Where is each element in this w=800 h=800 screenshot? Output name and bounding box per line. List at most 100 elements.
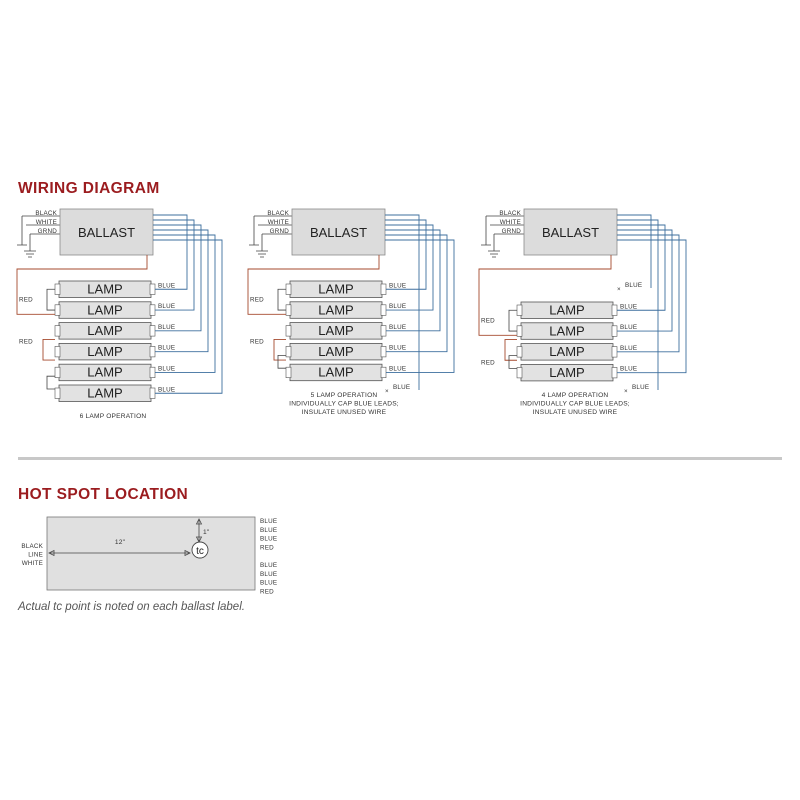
hotspot-left-label: LINE — [28, 552, 43, 559]
lamp-end-right — [380, 366, 387, 379]
capped-lead-mark: × — [617, 286, 621, 293]
ballast-box — [59, 208, 154, 256]
unused-blue-label: BLUE — [393, 384, 410, 391]
lamp-jumper — [46, 288, 55, 311]
input-leads — [254, 215, 292, 235]
lamp-end-right — [380, 325, 387, 337]
tc-label: tc — [196, 546, 204, 557]
blue-lead-wire — [153, 239, 223, 394]
lamp-end-right — [149, 304, 156, 316]
lamp-end-left — [516, 325, 523, 337]
lamp-label: LAMP — [318, 282, 353, 297]
red-lead-wire-1 — [247, 255, 380, 315]
lamp-end-right — [380, 304, 387, 316]
lamp-end-left — [516, 304, 523, 316]
lamp-jumper — [508, 309, 517, 332]
blue-lead-label: BLUE — [158, 324, 175, 331]
wiring-diagram-title: WIRING DIAGRAM — [18, 180, 160, 197]
blue-lead-wire — [617, 239, 687, 374]
hotspot-left-label: BLACK — [21, 543, 43, 550]
hotspot-right-label-top: BLUE — [260, 536, 277, 543]
blue-lead-label: BLUE — [620, 345, 637, 352]
lamp-end-right — [611, 304, 618, 316]
blue-lead-wire — [617, 224, 666, 311]
lamp-label: LAMP — [549, 344, 584, 359]
red-lead-wire-2 — [273, 338, 286, 361]
lamp-label: LAMP — [318, 344, 353, 359]
lamp-label: LAMP — [318, 302, 353, 317]
white-lead-label: WHITE — [500, 219, 521, 226]
horizontal-dimension-arrows — [48, 549, 191, 557]
hotspot-right-label-top: BLUE — [260, 527, 277, 534]
lamp-end-left — [285, 283, 292, 295]
lamp-end-left — [285, 325, 292, 337]
lamp-end-right — [149, 387, 156, 399]
hot-spot-title: HOT SPOT LOCATION — [18, 486, 189, 503]
hotspot-left-label: WHITE — [22, 560, 43, 567]
unused-blue-label: BLUE — [632, 384, 649, 391]
ballast-box — [291, 208, 386, 256]
ground-lead-label: GRND — [38, 228, 58, 235]
lamp-end-right — [611, 346, 618, 358]
blue-lead-wire — [385, 229, 441, 332]
lamp-end-right — [149, 283, 156, 295]
hot-spot-note: Actual tc point is noted on each ballast… — [18, 601, 245, 613]
red-lead-wire-1 — [478, 255, 612, 336]
lamp-end-left — [516, 346, 523, 358]
blue-lead-wire — [153, 229, 209, 353]
ballast-outline — [46, 516, 256, 591]
lamp-jumper-lower — [508, 355, 517, 369]
ballast-label: BALLAST — [310, 225, 367, 240]
white-lead-label: WHITE — [36, 219, 57, 226]
red-lead-label-2: RED — [481, 359, 495, 366]
blue-lead-wire — [385, 234, 448, 353]
ground-lead-label: GRND — [502, 228, 522, 235]
hotspot-right-label-bottom: BLUE — [260, 571, 277, 578]
red-lead-wire-2 — [42, 338, 55, 361]
lamp-label: LAMP — [318, 365, 353, 380]
tc-point-marker — [191, 541, 209, 559]
blue-lead-label: BLUE — [158, 365, 175, 372]
lamp-label: LAMP — [87, 344, 122, 359]
blue-lead-wire — [385, 239, 455, 373]
hotspot-right-label-bottom: RED — [260, 588, 274, 595]
ground-lead-label: GRND — [270, 228, 290, 235]
lamp-end-left — [54, 346, 61, 358]
lamp-label: LAMP — [87, 386, 122, 401]
blue-lead-label: BLUE — [158, 282, 175, 289]
red-lead-label-2: RED — [19, 338, 33, 345]
hotspot-right-label-top: BLUE — [260, 518, 277, 525]
lamp-label: LAMP — [318, 323, 353, 338]
unused-blue-lead — [617, 219, 659, 390]
blue-lead-label: BLUE — [389, 324, 406, 331]
lamp-end-left — [54, 325, 61, 337]
lamp-end-right — [380, 346, 387, 358]
ground-symbol — [488, 234, 500, 258]
section-divider — [18, 457, 782, 460]
lamp-jumper-lower — [46, 375, 55, 390]
input-leads — [486, 215, 524, 235]
vertical-dimension-arrows — [195, 518, 203, 543]
input-leads — [22, 215, 60, 235]
unused-blue-lead — [617, 214, 652, 288]
horizontal-dimension-label: 12" — [115, 539, 126, 546]
blue-lead-wire — [617, 234, 680, 353]
red-lead-label-1: RED — [250, 297, 264, 304]
red-lead-label-1: RED — [481, 318, 495, 325]
capped-lead-mark: × — [385, 388, 389, 395]
line-lead — [249, 216, 259, 246]
lamp-end-left — [54, 387, 61, 399]
lamp-end-right — [611, 325, 618, 337]
diagram-caption-line: INDIVIDUALLY CAP BLUE LEADS; — [520, 401, 630, 408]
lamp-label: LAMP — [549, 323, 584, 338]
lamp-end-right — [149, 366, 156, 379]
lamp-end-left — [285, 366, 292, 379]
diagram-caption-line: 4 LAMP OPERATION — [542, 392, 609, 399]
lamp-jumper-lower — [277, 355, 286, 369]
white-lead-label: WHITE — [268, 219, 289, 226]
diagram-caption-line: 6 LAMP OPERATION — [80, 413, 147, 420]
red-lead-wire-2 — [504, 339, 517, 361]
